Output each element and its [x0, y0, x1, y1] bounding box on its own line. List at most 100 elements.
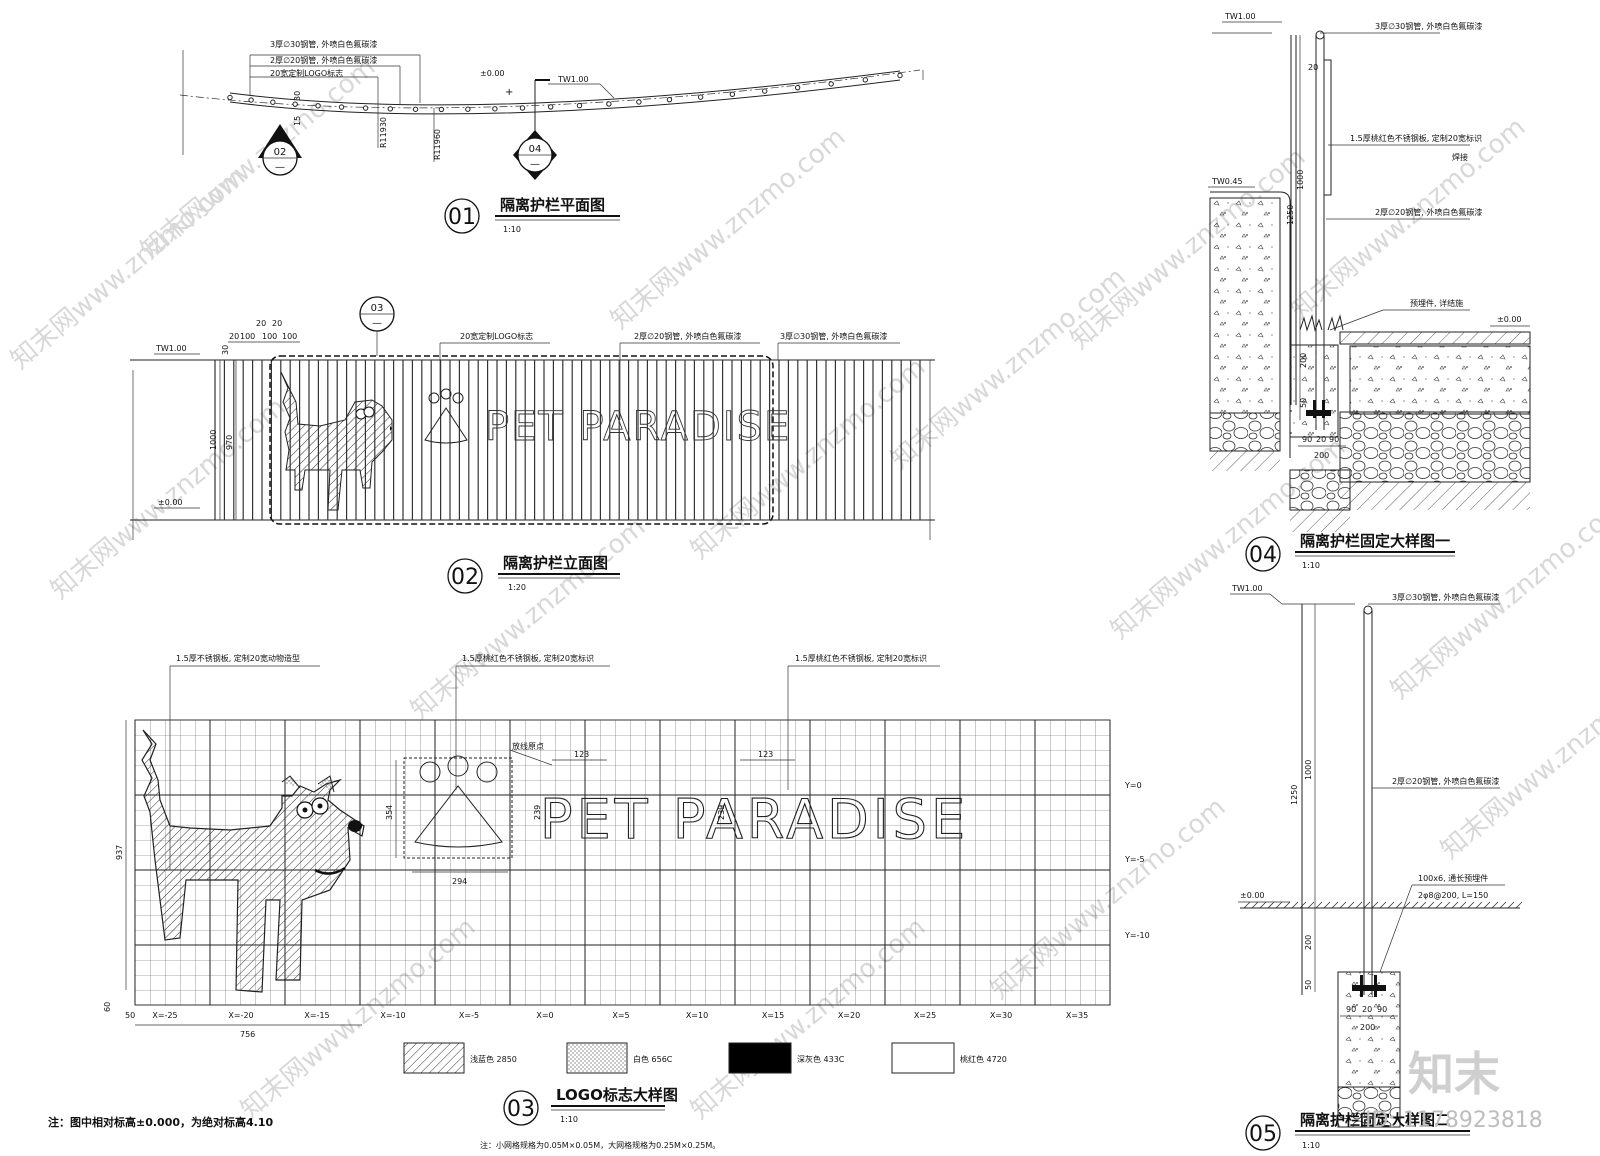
- plan-title: 隔离护栏平面图: [500, 196, 605, 214]
- x-axis-label: X=20: [838, 1011, 860, 1020]
- ground-tick: [1307, 901, 1315, 909]
- plan-post: [315, 103, 321, 109]
- ground-tick: [1259, 901, 1267, 909]
- watermark-id: ID: 1178923818: [1365, 1108, 1543, 1133]
- d04-note-2: 1.5厚桃红色不锈钢板, 定制20宽标识: [1350, 133, 1482, 143]
- watermark-text: 知末网www.znzmo.com: [135, 52, 381, 265]
- ground-tick: [1395, 901, 1403, 909]
- ground-tick: [1283, 901, 1291, 909]
- watermark-text: 知末网www.znzmo.com: [605, 122, 851, 335]
- svg-text:100: 100: [240, 332, 255, 341]
- ground-tick: [1499, 901, 1507, 909]
- logo-footnote: 注：小网格规格为0.05M×0.05M，大网格规格为0.25M×0.25M。: [480, 1140, 720, 1150]
- svg-text:—: —: [372, 318, 382, 329]
- plan-post: [227, 94, 233, 101]
- svg-text:20: 20: [1362, 1005, 1372, 1014]
- watermark-text: 知末网www.znzmo.com: [405, 512, 651, 725]
- plan-elev-tw: TW1.00: [557, 75, 589, 84]
- x-axis-label: X=-25: [152, 1011, 177, 1020]
- x-axis-label: X=0: [536, 1011, 553, 1020]
- svg-text:04: 04: [529, 144, 542, 155]
- plan-post: [636, 99, 642, 105]
- plan-post: [576, 102, 583, 109]
- drawing-05-fixing-detail-2: TW1.00 ±0.00 3厚∅30钢管, 外喷白色氟碳漆 2厚∅20钢管, 外…: [1230, 584, 1523, 1151]
- svg-text:937: 937: [115, 845, 124, 860]
- ground-tick: [1331, 901, 1339, 909]
- x-axis-label: X=30: [990, 1011, 1012, 1020]
- plan-post: [338, 104, 345, 110]
- d05-note-4: 2φ8@200, L=150: [1418, 891, 1488, 900]
- ground-tick: [1491, 901, 1499, 909]
- svg-text:50: 50: [1299, 398, 1308, 408]
- d05-title: 隔离护栏固定大样图二: [1300, 1111, 1450, 1129]
- svg-text:1000: 1000: [1304, 760, 1313, 780]
- svg-text:50: 50: [1304, 980, 1313, 990]
- elevation-paw-logo: [424, 388, 468, 444]
- svg-text:294: 294: [452, 877, 467, 886]
- ground-tick: [1339, 901, 1347, 909]
- ground-tick: [1403, 901, 1411, 909]
- svg-text:123: 123: [758, 750, 773, 759]
- plan-post: [897, 72, 903, 79]
- plan-post: [465, 106, 471, 112]
- svg-text:30: 30: [221, 345, 230, 355]
- ground-tick: [1355, 901, 1363, 909]
- logo-note-2: 1.5厚桃红色不锈钢板, 定制20宽标识: [462, 653, 594, 663]
- plan-post: [828, 81, 834, 87]
- ground-tick: [1243, 901, 1251, 909]
- d05-note-1: 3厚∅30钢管, 外喷白色氟碳漆: [1392, 592, 1499, 602]
- ground-tick: [1483, 901, 1491, 909]
- svg-text:239: 239: [533, 805, 542, 820]
- x-axis-label: X=-15: [304, 1011, 329, 1020]
- ground-tick: [1411, 901, 1419, 909]
- elevation-pickets: [214, 360, 921, 520]
- ground-tick: [1427, 901, 1435, 909]
- svg-text:20: 20: [272, 319, 282, 328]
- svg-text:20: 20: [229, 332, 239, 341]
- logo-note-3: 1.5厚桃红色不锈钢板, 定制20宽标识: [795, 653, 927, 663]
- ground-tick: [1267, 901, 1275, 909]
- x-axis-label: X=-20: [228, 1011, 253, 1020]
- x-axis-label: X=-10: [380, 1011, 405, 1020]
- svg-text:20: 20: [1316, 435, 1326, 444]
- d05-note-3: 100x6, 通长预埋件: [1418, 873, 1488, 883]
- svg-text:TW1.00: TW1.00: [1224, 12, 1256, 21]
- svg-text:60: 60: [103, 1002, 112, 1012]
- detail-marker-03: 03 —: [359, 296, 395, 356]
- ground-tick: [1379, 901, 1387, 909]
- drawing-04-fixing-detail-1: TW1.00 TW0.45 ±0.00 3厚∅30钢管, 外喷白色氟碳漆: [1208, 12, 1531, 572]
- d04-note-5: 预埋件, 详结施: [1410, 298, 1463, 308]
- ground-tick: [1467, 901, 1475, 909]
- brand-stamp: 知末 ID: 1178923818: [1365, 1047, 1543, 1133]
- plan-note-2: 2厚∅20钢管, 外喷白色氟碳漆: [270, 55, 377, 65]
- plan-scale: 1:10: [503, 225, 521, 234]
- d05-scale: 1:10: [1302, 1141, 1320, 1150]
- d04-scale: 1:10: [1302, 561, 1320, 570]
- svg-text:03: 03: [371, 303, 384, 314]
- x-axis-label: X=5: [612, 1011, 629, 1020]
- plan-dim-30: 30: [293, 91, 302, 101]
- ground-tick: [1435, 901, 1443, 909]
- x-axis-label: X=35: [1066, 1011, 1088, 1020]
- plan-number: 01: [448, 205, 476, 230]
- svg-text:20: 20: [1308, 63, 1318, 72]
- elev-pm: ±0.00: [158, 498, 183, 507]
- drawing-02-elevation: PET PARADISE 03 — 20宽定制LOGO标志 2厚∅20钢管, 外…: [130, 296, 935, 594]
- plan-post: [697, 94, 704, 100]
- svg-text:—: —: [530, 159, 540, 170]
- logo-paw-shape: [403, 755, 513, 859]
- ground-tick: [1371, 901, 1379, 909]
- svg-text:Y=-10: Y=-10: [1124, 931, 1150, 940]
- color-legend: 浅蓝色 2850 白色 656C 深灰色 433C 桃红色 4720: [403, 1042, 1007, 1074]
- svg-text:TW0.45: TW0.45: [1211, 177, 1243, 186]
- legend-3: 深灰色 433C: [797, 1054, 845, 1064]
- ground-tick: [1387, 901, 1395, 909]
- svg-text:90: 90: [1329, 435, 1339, 444]
- x-axis-label: X=15: [762, 1011, 784, 1020]
- section-marker-04: 04 —: [513, 79, 557, 180]
- ground-tick: [1443, 901, 1451, 909]
- ground-tick: [1275, 901, 1283, 909]
- svg-text:—: —: [275, 162, 285, 173]
- ground-tick: [1251, 901, 1259, 909]
